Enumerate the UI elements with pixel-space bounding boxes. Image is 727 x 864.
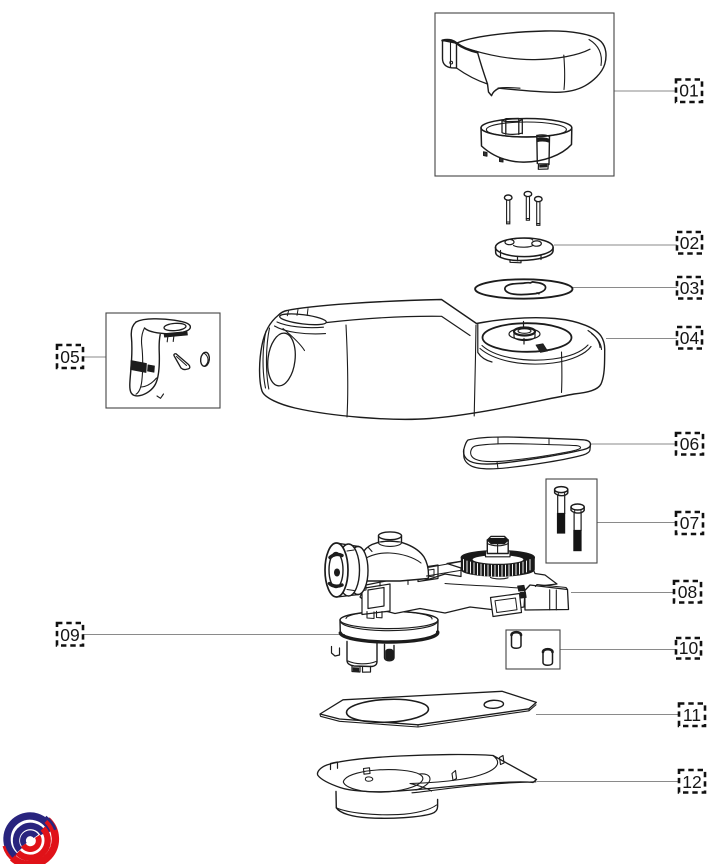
svg-text:03: 03: [680, 278, 699, 298]
svg-text:08: 08: [678, 582, 697, 602]
svg-text:05: 05: [60, 347, 79, 367]
svg-text:10: 10: [679, 638, 699, 658]
svg-text:02: 02: [680, 233, 699, 253]
svg-text:11: 11: [683, 705, 701, 725]
svg-text:04: 04: [680, 328, 700, 348]
svg-text:01: 01: [679, 81, 698, 101]
svg-text:09: 09: [60, 625, 79, 645]
svg-text:07: 07: [680, 513, 699, 533]
svg-text:06: 06: [680, 434, 699, 454]
svg-text:12: 12: [682, 772, 701, 792]
